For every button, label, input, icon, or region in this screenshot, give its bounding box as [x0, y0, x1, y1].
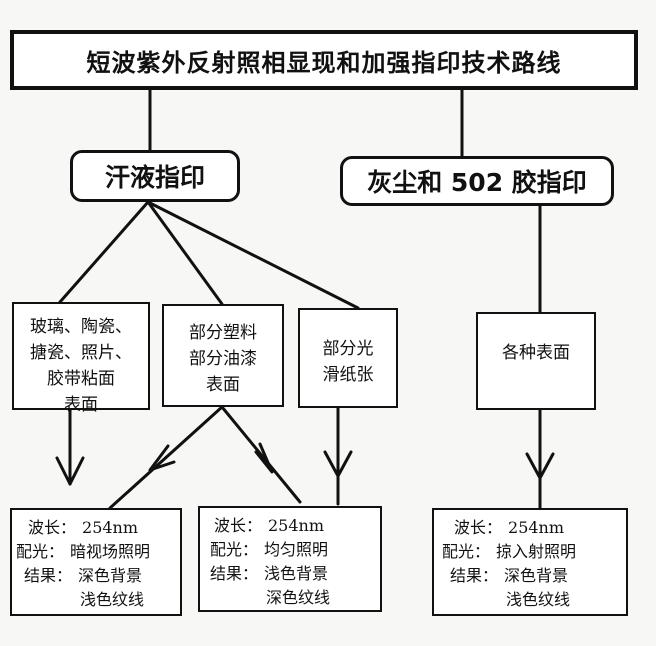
line-sweat-to-paper — [146, 200, 360, 310]
arrow-plastic-right-head — [254, 442, 274, 474]
result-uniform-list: 波长： 254nm 配光： 均匀照明 结果： 浅色背景 深色纹线 — [200, 508, 330, 610]
line-sweat-to-glass — [58, 200, 150, 304]
arrow-glass-head — [55, 456, 85, 486]
wavelength-value: 254nm — [508, 518, 565, 537]
title-box: 短波紫外反射照相显现和加强指印技术路线 — [10, 30, 638, 90]
surface-plastic-line-2: 部分油漆 — [189, 349, 257, 369]
surface-paper-box: 部分光 滑纸张 — [298, 308, 398, 408]
light-label: 配光： — [442, 542, 491, 561]
arrow-plastic-left-shaft — [108, 405, 224, 510]
result-label: 结果： — [209, 564, 258, 583]
result-darkfield-box: 波长： 254nm 配光： 暗视场照明 结果： 深色背景 浅色纹线 — [10, 508, 182, 616]
surface-glass-line-4: 表面 — [64, 395, 98, 415]
category-dust-label: 灰尘和 502 胶指印 — [367, 168, 587, 197]
surface-glass-line-3: 胶带粘面 — [47, 369, 115, 389]
result-value-2: 深色纹线 — [266, 588, 331, 607]
wavelength-label: 波长： — [28, 518, 77, 537]
surface-glass-box: 玻璃、陶瓷、 搪瓷、照片、 胶带粘面 表面 — [12, 302, 150, 415]
result-uniform-result-cont: 深色纹线 — [208, 586, 330, 610]
result-grazing-result-cont: 浅色纹线 — [442, 588, 576, 612]
result-label: 结果： — [24, 566, 73, 585]
light-label: 配光： — [209, 540, 258, 559]
result-darkfield-result-cont: 浅色纹线 — [16, 588, 150, 612]
surface-glass-line-1: 玻璃、陶瓷、 — [30, 317, 132, 337]
result-value-2: 浅色纹线 — [506, 590, 571, 609]
wavelength-label: 波长： — [213, 516, 262, 535]
surface-paper-text: 部分光 滑纸张 — [323, 310, 374, 388]
result-uniform-wavelength: 波长： 254nm — [208, 514, 330, 538]
arrow-paper-head — [323, 450, 353, 478]
surface-plastic-line-3: 表面 — [206, 375, 240, 395]
result-value-2: 浅色纹线 — [80, 590, 145, 609]
light-label: 配光： — [16, 542, 65, 561]
result-grazing-box: 波长： 254nm 配光： 掠入射照明 结果： 深色背景 浅色纹线 — [432, 508, 628, 616]
surface-various-line-1: 各种表面 — [502, 343, 570, 363]
wavelength-value: 254nm — [82, 518, 139, 537]
result-label: 结果： — [450, 566, 499, 585]
result-value-1: 浅色背景 — [264, 564, 329, 583]
result-grazing-list: 波长： 254nm 配光： 掠入射照明 结果： 深色背景 浅色纹线 — [434, 510, 576, 612]
result-darkfield-light: 配光： 暗视场照明 — [16, 540, 150, 564]
line-sweat-to-plastic — [146, 200, 224, 306]
result-value-1: 深色背景 — [78, 566, 143, 585]
diagram-title: 短波紫外反射照相显现和加强指印技术路线 — [86, 48, 562, 77]
result-darkfield-result: 结果： 深色背景 — [16, 564, 150, 588]
category-sweat-box: 汗液指印 — [70, 150, 240, 202]
category-dust-box: 灰尘和 502 胶指印 — [340, 156, 614, 206]
surface-various-box: 各种表面 — [476, 312, 596, 410]
surface-paper-line-2: 滑纸张 — [322, 365, 374, 385]
surface-glass-line-2: 搪瓷、照片、 — [30, 343, 132, 363]
light-value: 掠入射照明 — [496, 542, 577, 561]
surface-paper-line-1: 部分光 — [322, 339, 374, 359]
result-uniform-light: 配光： 均匀照明 — [208, 538, 330, 562]
wavelength-value: 254nm — [268, 516, 325, 535]
result-darkfield-list: 波长： 254nm 配光： 暗视场照明 结果： 深色背景 浅色纹线 — [12, 510, 150, 612]
result-uniform-result: 结果： 浅色背景 — [208, 562, 330, 586]
surface-plastic-line-1: 部分塑料 — [189, 323, 257, 343]
result-grazing-result: 结果： 深色背景 — [442, 564, 576, 588]
result-grazing-wavelength: 波长： 254nm — [442, 516, 576, 540]
surface-plastic-text: 部分塑料 部分油漆 表面 — [189, 306, 257, 398]
arrow-plastic-right-shaft — [220, 405, 302, 504]
result-value-1: 深色背景 — [504, 566, 569, 585]
surface-various-text: 各种表面 — [502, 314, 570, 366]
light-value: 暗视场照明 — [70, 542, 151, 561]
result-uniform-box: 波长： 254nm 配光： 均匀照明 结果： 浅色背景 深色纹线 — [198, 506, 382, 612]
result-darkfield-wavelength: 波长： 254nm — [16, 516, 150, 540]
category-sweat-label: 汗液指印 — [104, 163, 205, 192]
light-value: 均匀照明 — [264, 540, 329, 559]
surface-plastic-box: 部分塑料 部分油漆 表面 — [162, 304, 284, 407]
result-grazing-light: 配光： 掠入射照明 — [442, 540, 576, 564]
arrow-various-head — [525, 452, 555, 480]
surface-glass-text: 玻璃、陶瓷、 搪瓷、照片、 胶带粘面 表面 — [30, 304, 132, 418]
arrow-plastic-left-head — [148, 444, 176, 472]
wavelength-label: 波长： — [454, 518, 503, 537]
